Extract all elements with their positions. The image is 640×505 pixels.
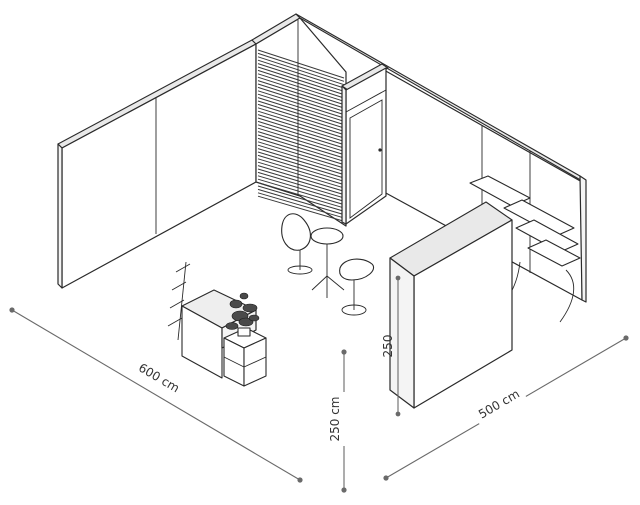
slat-line	[257, 158, 345, 186]
slat-line	[257, 97, 345, 126]
slat-line	[257, 107, 345, 136]
slat-line	[257, 148, 345, 176]
slat-line	[257, 137, 345, 166]
slat-line	[257, 131, 345, 159]
slat-line	[257, 171, 345, 199]
slat-line	[257, 114, 345, 142]
slat-line	[257, 63, 345, 92]
slat-line	[257, 195, 345, 222]
slat-line	[257, 192, 345, 219]
width-label: 600 cm	[136, 361, 182, 396]
slat-line	[257, 151, 345, 179]
round-table	[310, 227, 345, 298]
slat-line	[257, 127, 345, 156]
slat-line	[257, 154, 345, 182]
slat-line	[257, 90, 345, 119]
back-left-wall	[57, 39, 257, 289]
slat-line	[257, 69, 345, 99]
slat-line	[257, 93, 345, 122]
freestanding-display-panel	[389, 201, 513, 409]
wall-shelves	[469, 175, 581, 323]
slat-line	[257, 83, 345, 112]
slat-line	[257, 141, 345, 169]
slat-line	[257, 178, 345, 206]
brochure-rack	[167, 261, 191, 341]
panel-height-label: 250	[381, 335, 395, 358]
slat-line	[257, 73, 345, 102]
dimension-panel-height: 250	[381, 275, 401, 417]
slat-line	[257, 80, 345, 109]
door-handle-icon	[378, 148, 382, 152]
slat-line	[257, 168, 345, 196]
slat-line	[257, 100, 345, 129]
cube-shelf	[223, 327, 267, 387]
dimension-width: 600 cm	[9, 307, 303, 483]
slat-line	[257, 49, 345, 79]
slat-line	[257, 52, 345, 82]
slat-line	[257, 56, 345, 86]
slat-line	[257, 59, 345, 89]
slat-line	[257, 175, 345, 202]
slat-line	[257, 110, 345, 139]
slat-line	[257, 76, 345, 106]
slat-line	[257, 165, 345, 192]
slat-line	[257, 120, 345, 149]
slat-line	[257, 86, 345, 116]
slat-line	[257, 188, 345, 216]
slat-line	[257, 144, 345, 172]
slat-line	[257, 66, 345, 96]
slatwall-panel	[251, 13, 347, 227]
storage-cabin	[341, 63, 389, 225]
slat-line	[257, 182, 345, 209]
dimension-height: 250 cm	[328, 349, 347, 493]
slat-line	[257, 117, 345, 146]
slat-line	[257, 124, 345, 152]
slat-line	[257, 161, 345, 189]
depth-label: 500 cm	[476, 387, 522, 422]
potted-plant-icon	[225, 292, 260, 337]
height-label: 250 cm	[328, 396, 342, 441]
slat-line	[257, 103, 345, 132]
chair-left	[281, 213, 313, 275]
slat-line	[257, 185, 345, 212]
slat-line	[257, 134, 345, 162]
chair-right	[339, 258, 374, 316]
